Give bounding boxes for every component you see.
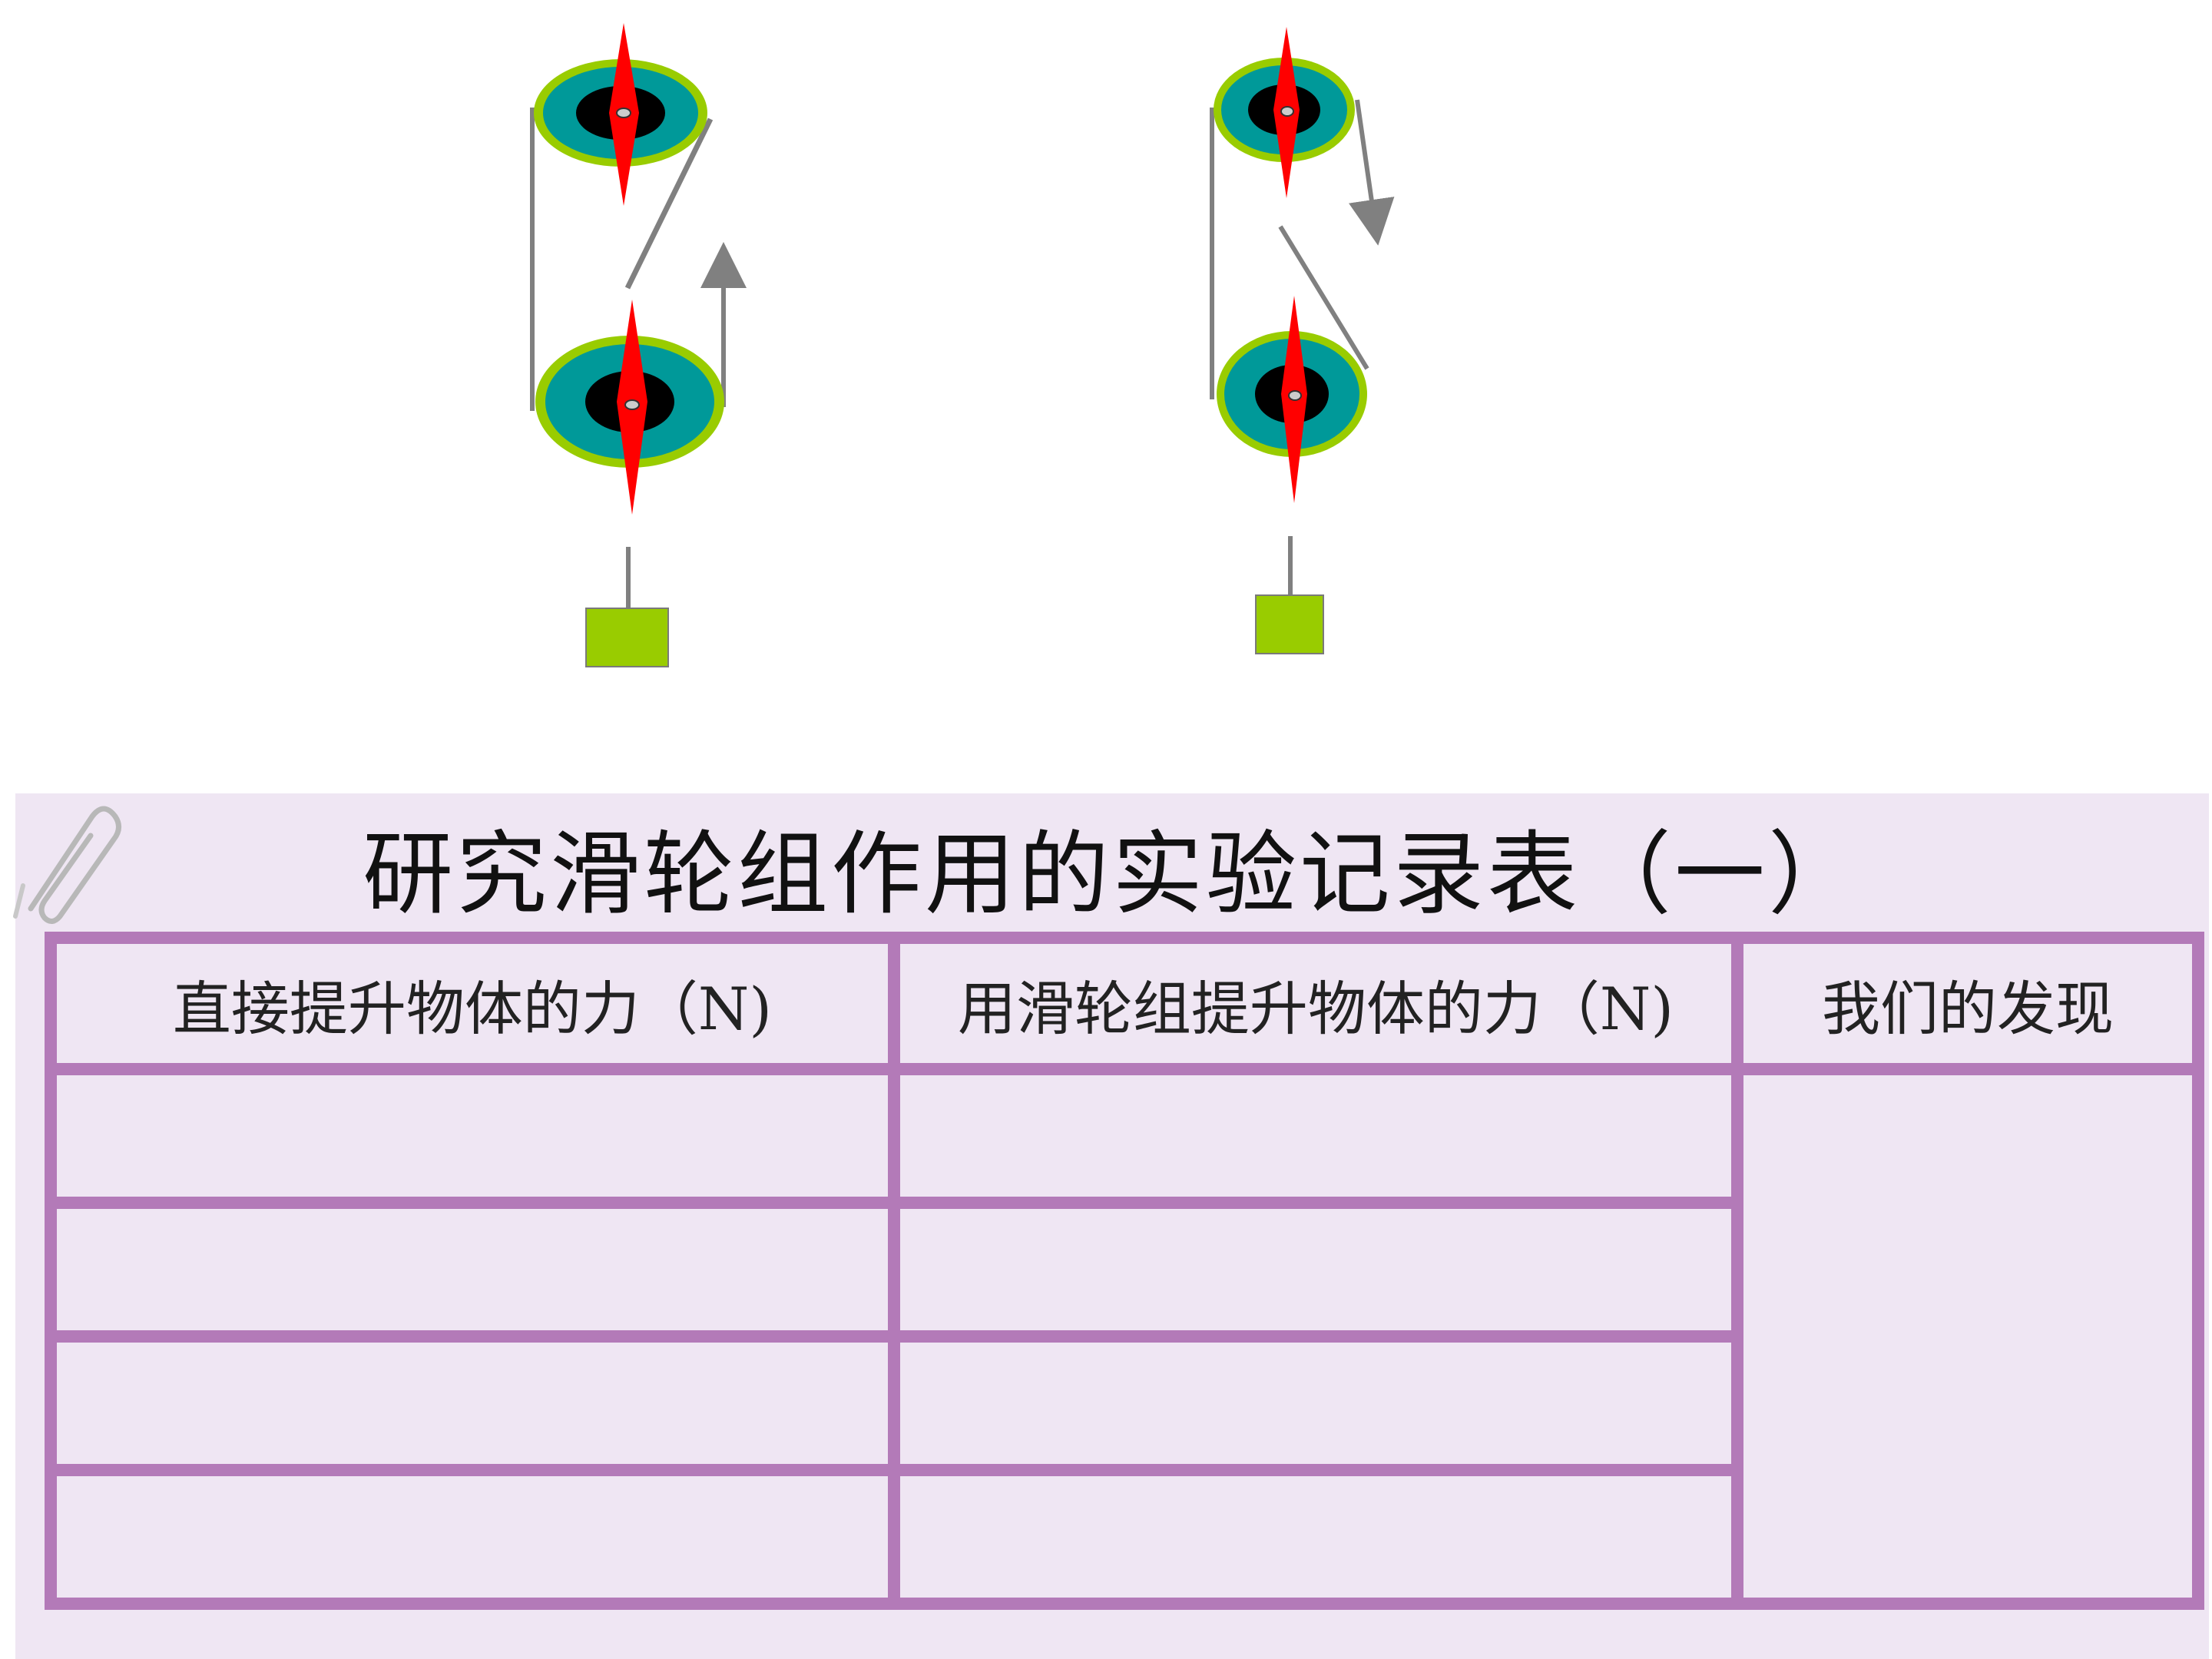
direct-force-cell[interactable] [45,1330,900,1476]
fixed-pulley-icon [534,23,707,206]
pulley-system-diagram [530,23,1395,667]
table-row [45,1464,2198,1610]
pulley-force-cell[interactable] [888,1330,1743,1476]
findings-cell[interactable] [1731,1063,2204,1610]
fixed-pulley-icon [1214,27,1355,198]
rope-pull-arrow [1349,99,1395,246]
movable-pulley-icon [535,300,724,515]
table-title: 研究滑轮组作用的实验记录表（一） [362,821,1862,927]
header-direct-force: 直接提升物体的力（N) [45,932,900,1075]
record-table-panel: 研究滑轮组作用的实验记录表（一） 直接提升物体的力（N) 用滑轮组提升物体的力（… [13,793,2209,1659]
weight-block [585,608,669,667]
rope-segment [624,118,714,290]
table-row [45,1197,2198,1343]
pulley-system-right [1210,27,1395,654]
header-findings: 我们的发现 [1731,932,2204,1075]
header-pulley-force: 用滑轮组提升物体的力（N) [888,932,1743,1075]
direct-force-cell[interactable] [45,1464,900,1610]
movable-pulley-icon [1217,296,1367,503]
direct-force-cell[interactable] [45,1197,900,1343]
pulley-force-cell[interactable] [888,1197,1743,1343]
rope-segment [1278,225,1369,370]
table-row [45,1330,2198,1476]
table-row [45,1063,2204,1610]
pulley-force-cell[interactable] [888,1464,1743,1610]
pulley-force-cell[interactable] [888,1063,1743,1209]
paperclip-icon [13,806,121,924]
experiment-record-table: 直接提升物体的力（N) 用滑轮组提升物体的力（N) 我们的发现 [45,932,2204,1610]
direct-force-cell[interactable] [45,1063,900,1209]
pulley-system-left [530,23,747,667]
table-header-row: 直接提升物体的力（N) 用滑轮组提升物体的力（N) 我们的发现 [45,932,2204,1075]
weight-block [1255,594,1324,654]
